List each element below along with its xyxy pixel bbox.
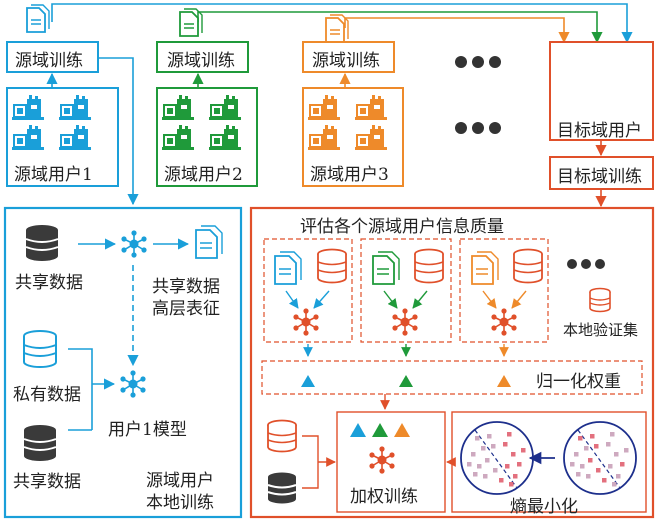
database-icon xyxy=(267,472,297,504)
triangle-icon xyxy=(350,423,366,437)
document-icon xyxy=(325,14,349,43)
shared-feature-label-1: 共享数据 xyxy=(152,277,220,297)
database-icon xyxy=(513,248,543,284)
source-train-label-2: 源域训练 xyxy=(167,51,235,71)
document-icon xyxy=(471,251,499,285)
eval-box-1 xyxy=(263,238,353,343)
scatter-circle-icon xyxy=(563,421,637,495)
triangle-icon xyxy=(301,375,315,387)
normalize-weight-label: 归一化权重 xyxy=(536,372,621,392)
source-train-box-2 xyxy=(156,41,249,73)
network-icon xyxy=(392,308,418,336)
weighted-train-label: 加权训练 xyxy=(350,487,418,507)
database-icon xyxy=(589,287,611,313)
source-user-label-2: 源域用户2 xyxy=(164,165,243,185)
factory-icon xyxy=(308,95,340,120)
user-model-label: 用户1模型 xyxy=(108,420,187,440)
target-user-box xyxy=(549,41,654,141)
factory-icon xyxy=(355,95,387,120)
shared-data-bottom-label: 共享数据 xyxy=(13,472,81,492)
network-icon xyxy=(121,230,147,258)
document-icon xyxy=(26,4,50,33)
triangle-icon xyxy=(372,423,388,437)
target-train-label: 目标域训练 xyxy=(557,167,642,187)
entropy-min-label: 熵最小化 xyxy=(510,497,578,517)
factory-icon xyxy=(12,125,44,150)
source-user-label-3: 源域用户3 xyxy=(310,165,389,185)
source-train-label-3: 源域训练 xyxy=(312,51,380,71)
ellipsis-icon xyxy=(567,259,605,269)
local-train-label-2: 本地训练 xyxy=(146,493,214,513)
factory-icon xyxy=(59,125,91,150)
document-icon xyxy=(372,251,400,285)
factory-icon xyxy=(209,95,241,120)
network-icon xyxy=(491,308,517,336)
triangle-icon xyxy=(399,375,413,387)
document-icon xyxy=(179,8,203,37)
evaluate-title: 评估各个源域用户信息质量 xyxy=(300,217,504,237)
factory-icon xyxy=(355,125,387,150)
factory-icon xyxy=(209,125,241,150)
source-train-box-3 xyxy=(302,41,395,73)
network-icon xyxy=(293,308,319,336)
shared-feature-label-2: 高层表征 xyxy=(152,299,220,319)
document-icon xyxy=(195,225,223,259)
factory-icon xyxy=(12,95,44,120)
shared-data-label: 共享数据 xyxy=(15,273,83,293)
triangle-icon xyxy=(497,375,511,387)
local-validation-label: 本地验证集 xyxy=(563,321,639,339)
network-icon xyxy=(120,370,146,398)
database-icon xyxy=(23,425,57,461)
database-icon xyxy=(414,248,444,284)
network-icon xyxy=(369,446,395,474)
triangle-icon xyxy=(394,423,410,437)
factory-icon xyxy=(59,95,91,120)
source-user-label-1: 源域用户1 xyxy=(14,165,93,185)
source-train-box-1 xyxy=(6,41,99,73)
factory-icon xyxy=(162,125,194,150)
database-icon xyxy=(25,225,59,261)
ellipsis-icon xyxy=(455,122,501,134)
private-data-label: 私有数据 xyxy=(13,385,81,405)
target-user-label: 目标域用户 xyxy=(557,121,642,141)
scatter-circle-icon xyxy=(460,421,534,495)
local-train-label-1: 源域用户 xyxy=(146,471,214,491)
ellipsis-icon xyxy=(455,56,501,68)
normalize-box xyxy=(261,360,643,395)
database-icon xyxy=(317,248,347,284)
source-train-label-1: 源域训练 xyxy=(15,51,83,71)
database-icon xyxy=(267,419,297,453)
database-icon xyxy=(23,330,57,368)
eval-box-2 xyxy=(360,238,452,343)
eval-box-3 xyxy=(459,238,549,343)
document-icon xyxy=(274,251,302,285)
factory-icon xyxy=(162,95,194,120)
factory-icon xyxy=(308,125,340,150)
